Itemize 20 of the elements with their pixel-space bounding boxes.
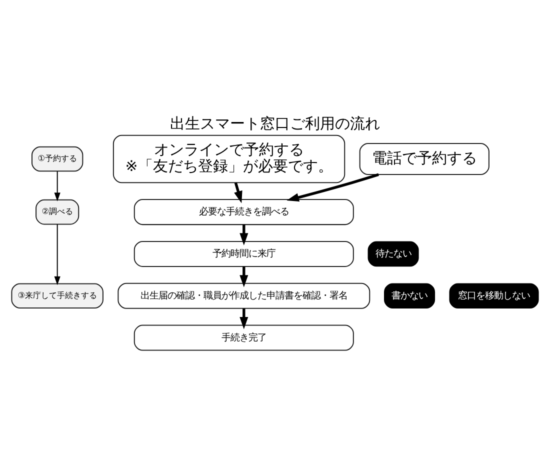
node-box: ①予約する xyxy=(31,146,84,172)
node-box: 予約時間に来庁 xyxy=(134,240,354,266)
node-label: 待たない xyxy=(375,248,412,259)
node-box: ②調べる xyxy=(36,198,80,224)
arrow xyxy=(240,224,248,245)
diagram-title: 出生スマート窓口ご利用の流れ xyxy=(170,114,380,132)
arrow xyxy=(286,172,379,202)
node-box: 出生届の確認・職員が作成した申請書を確認・署名 xyxy=(118,282,370,308)
node-box: ③来庁して手続きする xyxy=(11,282,104,308)
arrow xyxy=(54,170,60,201)
node-box: オンラインで予約する ※「友だち登録」が必要です。 xyxy=(112,134,346,183)
node-box: 電話で予約する xyxy=(359,142,490,175)
node-label: 窓口を移動しない xyxy=(458,290,530,301)
arrow xyxy=(54,224,60,285)
node-box: 手続き完了 xyxy=(134,324,354,350)
arrow xyxy=(240,266,248,287)
arrow xyxy=(234,182,242,203)
node-label: 書かない xyxy=(392,290,428,301)
arrow xyxy=(240,308,248,329)
node-box: 必要な手続きを調べる xyxy=(134,198,354,225)
